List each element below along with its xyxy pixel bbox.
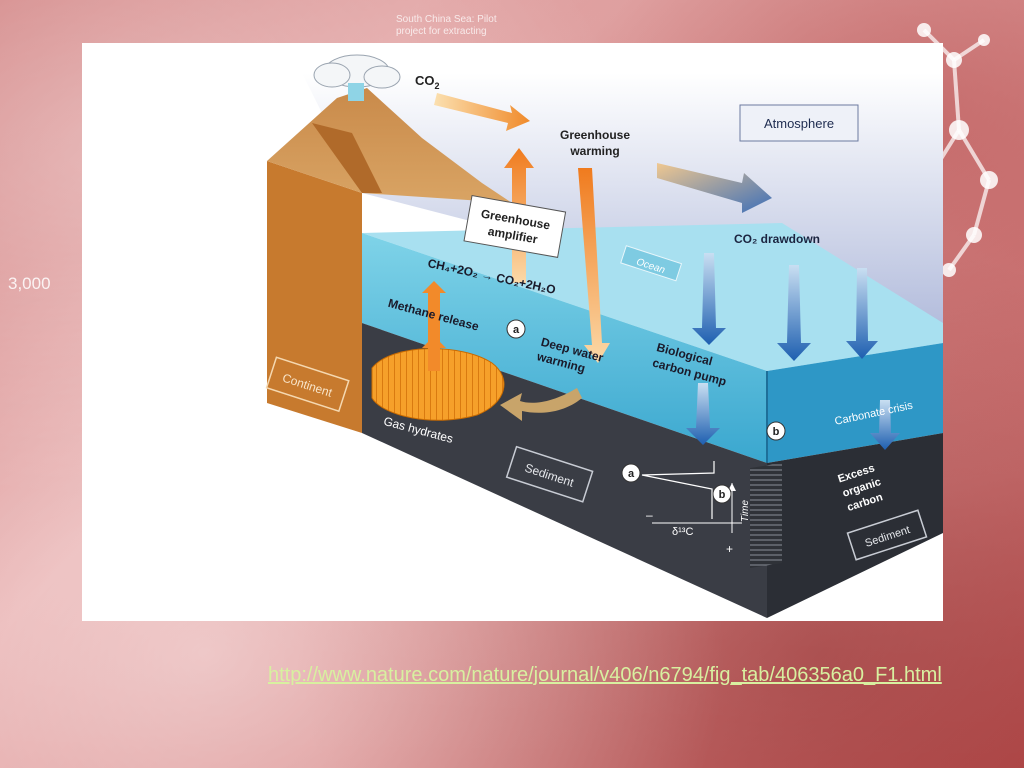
source-link[interactable]: http://www.nature.com/nature/journal/v40… (268, 664, 942, 686)
carbon-pump-arrow (686, 383, 720, 445)
greenhouse-warming-label-1: Greenhouse (560, 128, 630, 142)
background-caption-line-2: project for extracting (396, 26, 487, 37)
methane-release-arrow-2 (422, 336, 446, 371)
mountain-cliff (312, 123, 382, 193)
co2-drawdown-label: CO₂ drawdown (734, 232, 820, 246)
ocean-carbon-cycle-diagram: a b a b CO2 Atmosphere Greenhouse warmin… (265, 54, 943, 618)
time-axis-label: Time (740, 499, 751, 522)
co2-arrow (434, 93, 530, 131)
continent-front (267, 161, 362, 433)
marker-b-inset: b (712, 484, 732, 504)
sediment-right-box (846, 509, 928, 561)
drawdown-arrow-2 (777, 265, 811, 361)
sediment-right (767, 433, 943, 618)
drawdown-arrow-3 (846, 268, 878, 359)
marker-b-ocean: b (766, 421, 786, 441)
greenhouse-warming-label-2: warming (569, 144, 619, 158)
co2-label: CO2 (415, 73, 440, 91)
warming-to-drawdown-arrow (657, 163, 772, 213)
methane-release-arrow-1 (422, 281, 446, 343)
delta13c-label: δ¹³C (672, 526, 693, 538)
background-number: 3,000 (8, 274, 51, 293)
marker-a-ocean-label: a (513, 324, 520, 336)
sediment-core (750, 463, 782, 568)
atmosphere-label: Atmosphere (764, 116, 834, 131)
marker-a-inset: a (621, 463, 641, 483)
volcano-cloud (313, 54, 401, 101)
gas-hydrates-deposit (371, 348, 505, 421)
co2-label-main: CO (415, 73, 435, 88)
hydrate-warming-arrow (500, 388, 582, 421)
sediment-left-box (505, 445, 594, 503)
co2-label-sub: 2 (435, 81, 440, 91)
deep-water-warming-arrow (578, 168, 610, 363)
ocean-tag (620, 245, 683, 282)
inset-plus: + (726, 542, 733, 556)
marker-a-ocean: a (506, 319, 526, 339)
marker-a-inset-label: a (628, 468, 635, 480)
atmosphere-box (739, 104, 859, 142)
marker-b-ocean-label: b (773, 426, 780, 438)
diagram-panel: a b a b CO2 Atmosphere Greenhouse warmin… (82, 43, 943, 621)
mountain (267, 88, 512, 203)
inset-minus: – (646, 508, 653, 522)
continent-box (265, 356, 350, 413)
drawdown-arrow-1 (692, 253, 726, 345)
greenhouse-amplifier-box (463, 194, 567, 258)
ocean-front (362, 233, 767, 463)
carbonate-arrow (870, 400, 900, 450)
background-caption: South China Sea: Pilot project for extra… (396, 14, 516, 38)
marker-b-inset-label: b (719, 489, 726, 501)
background-caption-line-1: South China Sea: Pilot (396, 14, 497, 25)
